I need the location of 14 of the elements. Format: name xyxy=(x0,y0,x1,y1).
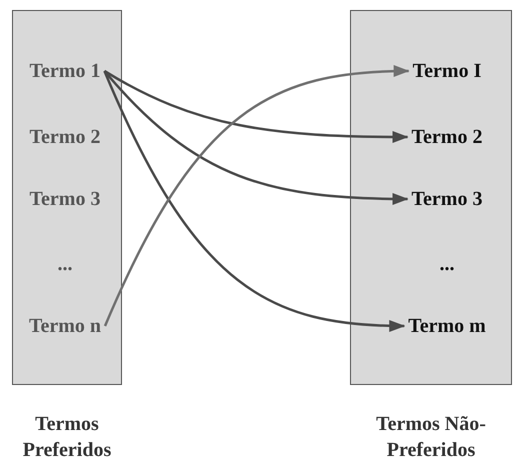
term-label: ... xyxy=(58,252,72,276)
term-label: Termo 2 xyxy=(30,125,100,149)
term-label: Termo I xyxy=(412,59,482,83)
term-label: Termo 3 xyxy=(30,187,100,211)
arrow xyxy=(104,70,409,143)
term-label: Termo 3 xyxy=(412,187,482,211)
arrow xyxy=(104,70,409,205)
term-label: Termo 1 xyxy=(30,59,100,83)
term-label: Termo n xyxy=(28,314,102,338)
term-label: Termo 2 xyxy=(412,125,482,149)
term-label: ... xyxy=(440,252,454,276)
term-label: Termo m xyxy=(408,314,486,338)
panel-caption: Termos Preferidos xyxy=(22,412,112,463)
panel-caption: Termos Não-Preferidos xyxy=(375,412,487,463)
